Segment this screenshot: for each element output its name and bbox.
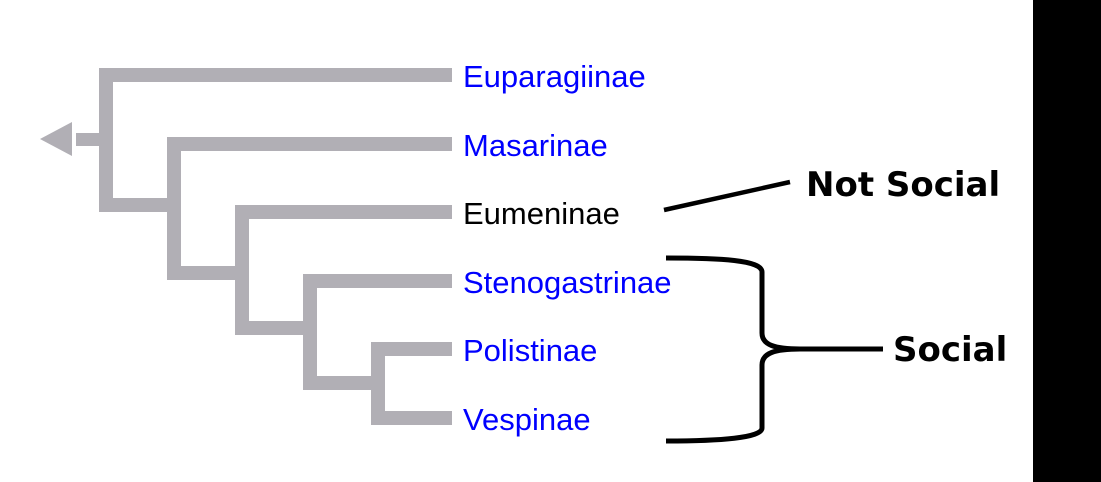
taxon-vespinae[interactable]: Vespinae <box>463 402 591 437</box>
root-stem <box>76 133 106 146</box>
tree-branches <box>40 68 452 425</box>
branch-eumeninae <box>235 205 452 219</box>
arrow-left-icon[interactable] <box>40 122 72 156</box>
taxon-polistinae[interactable]: Polistinae <box>463 333 598 368</box>
taxon-eumeninae: Eumeninae <box>463 196 620 231</box>
branch-euparagiinae <box>99 68 452 82</box>
social-label: Social <box>893 330 1008 370</box>
branch-stenogastrinae <box>303 274 452 288</box>
not-social-pointer <box>663 179 791 213</box>
taxon-masarinae[interactable]: Masarinae <box>463 128 608 163</box>
branch-polistinae <box>371 342 452 356</box>
not-social-label: Not Social <box>806 165 1001 205</box>
black-side-bar <box>1033 0 1101 482</box>
taxon-euparagiinae[interactable]: Euparagiinae <box>463 59 646 94</box>
taxon-stenogastrinae[interactable]: Stenogastrinae <box>463 265 672 300</box>
branch-masarinae <box>167 137 452 151</box>
branch-vespinae <box>371 411 452 425</box>
social-brace <box>665 255 883 444</box>
